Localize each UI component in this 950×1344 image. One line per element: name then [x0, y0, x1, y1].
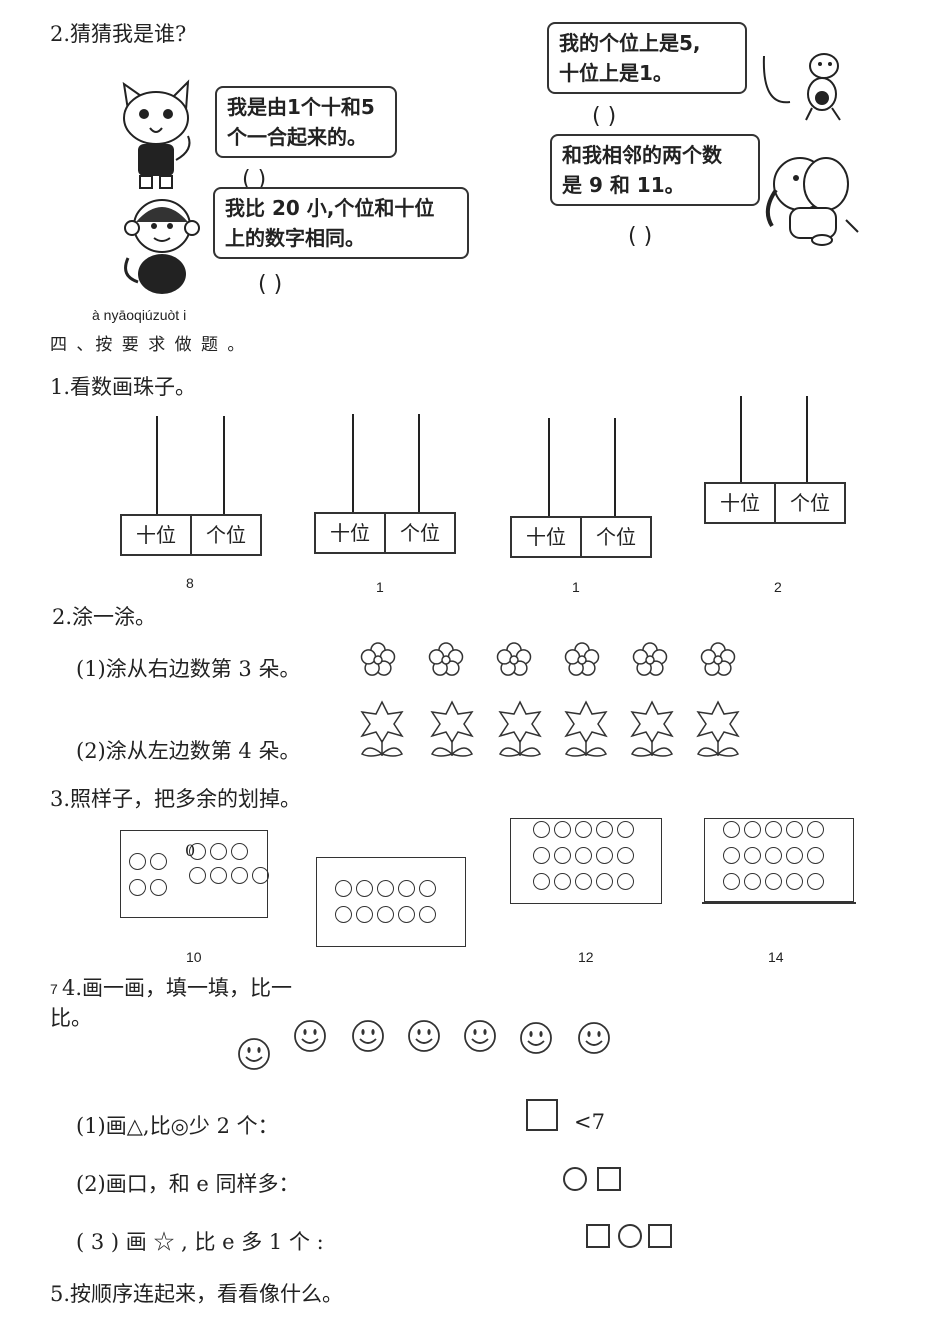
flower-icon[interactable]: [426, 698, 478, 760]
abacus-2-number-clip: 1: [376, 577, 384, 595]
ones-label: 个位: [580, 518, 650, 556]
smiley-icon: [464, 1020, 496, 1052]
q2b-line1: (1)涂从右边数第 3 朵。: [76, 657, 301, 681]
q5-title: 5.按顺序连起来，看看像什么。: [50, 1282, 344, 1306]
q4-prefix: 7: [50, 981, 58, 997]
circle-box-4-clip: [702, 818, 858, 904]
circle-row: [189, 867, 273, 887]
q3-number-1: 10: [186, 949, 202, 965]
abacus-1-number: 8: [186, 575, 194, 591]
circle-row: [129, 879, 171, 899]
abacus-2-number: 1: [376, 579, 384, 595]
tens-label: 十位: [526, 525, 566, 549]
q4-line2: (2)画口，和 e 同样多：: [76, 1172, 300, 1196]
circle-shape: [618, 1224, 642, 1248]
abacus-3-number: 1: [572, 579, 580, 595]
flower-icon[interactable]: [356, 698, 408, 760]
flower-icon[interactable]: [426, 642, 466, 678]
circle-row: [533, 847, 638, 867]
circle-row: [723, 847, 828, 867]
smiley-icon: [294, 1020, 326, 1052]
circle-box-1[interactable]: 0: [120, 830, 269, 918]
circle-box-2[interactable]: [316, 857, 466, 947]
elephant-illustration: [765, 157, 859, 246]
mouse-bubble-clip: 我的个位上是5, 十位上是1。: [547, 22, 757, 94]
flower-icon[interactable]: [358, 642, 398, 678]
ones-label: 个位: [190, 516, 260, 554]
mouse-illustration: [762, 53, 841, 121]
ones-label: 个位: [774, 484, 844, 522]
abacus-4-number: 2: [774, 579, 782, 595]
q4-title-cont: 比。: [50, 1006, 92, 1030]
pinyin-line: à nyāoqiúzuòt i: [92, 307, 187, 323]
flower-icon[interactable]: [494, 698, 546, 760]
circle-row: [533, 873, 638, 893]
flower-icon[interactable]: [494, 642, 534, 678]
circle-shape: [563, 1167, 587, 1191]
q4-line1-tail: <7: [574, 1110, 605, 1134]
elephant-speech-bubble: 和我相邻的两个数 是 9 和 11。: [550, 134, 760, 206]
cat-speech-bubble: 我是由1个十和5 个一合起来的。: [215, 86, 397, 158]
circle-row: [335, 880, 440, 900]
q4-line1: (1)画△,比◎少 2 个：: [76, 1114, 279, 1138]
q2-title: 2.猜猜我是谁?: [50, 22, 187, 46]
q3-number-3: 14: [768, 949, 784, 965]
smiley-icon: [408, 1020, 440, 1052]
q2b-title: 2.涂一涂。: [52, 605, 157, 629]
smiley-icon: [520, 1022, 552, 1054]
answer-square[interactable]: [526, 1099, 558, 1131]
square-shape: [586, 1224, 610, 1248]
square-shape: [648, 1224, 672, 1248]
flower-icon[interactable]: [698, 642, 738, 678]
q1-title: 1.看数画珠子。: [50, 375, 197, 399]
tens-label: 十位: [330, 521, 370, 545]
circle-box-4[interactable]: [704, 818, 854, 902]
monkey-speech-bubble: 我比 20 小,个位和十位 上的数字相同。: [213, 187, 469, 259]
cat-illustration: [122, 79, 191, 189]
q3-title: 3.照样子，把多余的划掉。: [50, 787, 302, 811]
flower-icon[interactable]: [562, 642, 602, 678]
mouse-answer-blank[interactable]: ( ): [592, 104, 617, 129]
flower-icon[interactable]: [560, 698, 612, 760]
smiley-icon: [238, 1038, 270, 1070]
tens-label: 十位: [136, 523, 176, 547]
box-4-base-line: [702, 902, 856, 904]
flower-icon[interactable]: [692, 698, 744, 760]
mouse-speech-bubble: 我的个位上是5, 十位上是1。: [547, 22, 747, 94]
monkey-answer-blank[interactable]: ( ): [258, 272, 283, 297]
circle-row: [723, 873, 828, 893]
elephant-answer-blank[interactable]: ( ): [628, 224, 653, 249]
zero-mark: 0: [185, 841, 196, 860]
q3-number-2: 12: [578, 949, 594, 965]
circle-row: [129, 853, 171, 873]
square-shape: [597, 1167, 621, 1191]
q2b-line2: (2)涂从左边数第 4 朵。: [76, 739, 301, 763]
circle-row: [335, 906, 440, 926]
q4-title: 4.画一画，填一填，比一: [62, 976, 293, 1000]
smiley-icon: [352, 1020, 384, 1052]
circle-row: [723, 821, 828, 841]
monkey-illustration: [124, 199, 200, 294]
circle-row: [189, 843, 252, 863]
circle-box-3[interactable]: [510, 818, 662, 904]
flower-icon[interactable]: [630, 642, 670, 678]
q4-line3: ( 3 ) 画 ☆ , 比 e 多 1 个 :: [76, 1230, 324, 1254]
abacus-3-number-clip: 1: [572, 577, 580, 595]
tens-label: 十位: [720, 491, 760, 515]
circle-row: [533, 821, 638, 841]
abacus-4-number-clip: 2: [774, 577, 782, 595]
section-4-title: 四 、按 要 求 做 题 。: [50, 335, 247, 355]
circle-box-3-clip: [510, 818, 664, 906]
ones-label: 个位: [384, 514, 454, 552]
smiley-icon: [578, 1022, 610, 1054]
flower-icon[interactable]: [626, 698, 678, 760]
